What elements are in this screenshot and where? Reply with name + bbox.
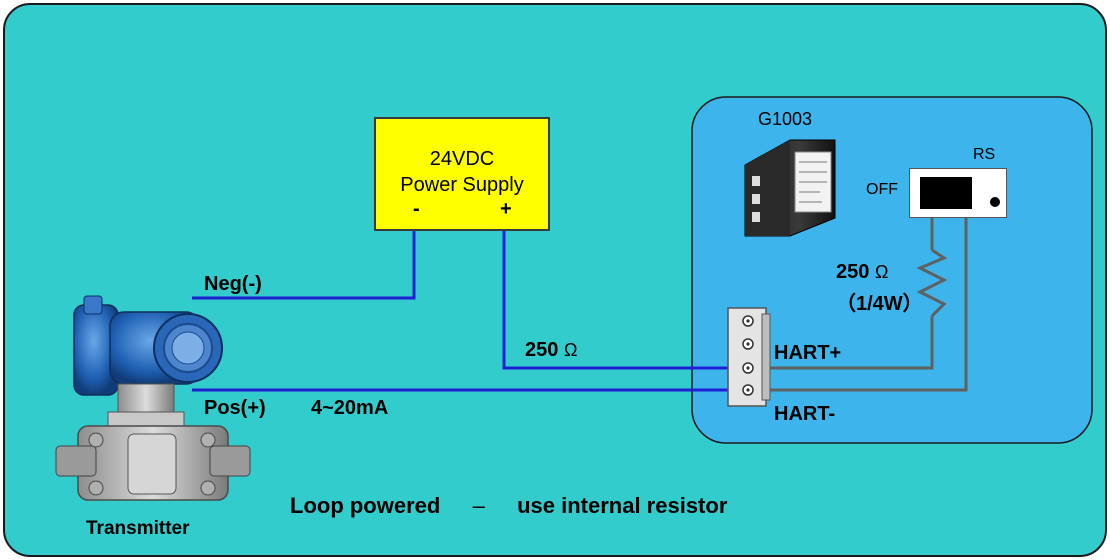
psu-pos-terminal: + [500, 198, 512, 220]
pos-wire [502, 231, 736, 370]
psu-title: Power Supply [400, 174, 524, 196]
switch-state: OFF [866, 181, 898, 198]
rs-switch-box [909, 168, 1007, 218]
caption-part1: Loop powered [290, 493, 441, 518]
internal-resistor-value: 250 [836, 261, 870, 283]
neg-wire-label: Neg(-) [204, 273, 262, 295]
module-name: G1003 [758, 109, 813, 129]
din-rail-module-icon [744, 139, 836, 237]
neg-wire [192, 231, 416, 300]
terminal-hart-pos: HART+ [774, 342, 842, 364]
external-resistor-unit: Ω [563, 340, 578, 360]
resistor-icon [916, 248, 948, 318]
internal-resistor-power: （1/4W） [836, 293, 923, 315]
terminal-hart-neg: HART- [774, 403, 836, 425]
psu-neg-terminal: - [413, 198, 420, 220]
current-label: 4~20mA [311, 397, 389, 419]
caption-part2: use internal resistor [517, 493, 728, 518]
rs-switch [920, 177, 972, 209]
pos-wire-label: Pos(+) [204, 397, 266, 419]
psu-voltage: 24VDC [429, 148, 495, 170]
internal-resistor-wire-top [758, 316, 934, 370]
external-resistor-label: 250 Ω [525, 340, 577, 360]
internal-resistor-wire-return [758, 214, 968, 392]
rs-indicator-dot [990, 197, 1000, 207]
external-resistor-value: 250 [525, 339, 559, 361]
switch-label: RS [973, 146, 996, 163]
caption: Loop powered – use internal resistor [290, 495, 727, 517]
power-supply: 24VDC Power Supply - + [374, 117, 550, 231]
pressure-transmitter-icon [55, 295, 251, 501]
terminal-block-icon [727, 307, 771, 407]
transmitter-label: Transmitter [86, 518, 190, 539]
internal-resistor-label: 250 Ω [836, 262, 888, 282]
caption-dash: – [472, 493, 485, 518]
internal-resistor-unit: Ω [874, 262, 889, 282]
